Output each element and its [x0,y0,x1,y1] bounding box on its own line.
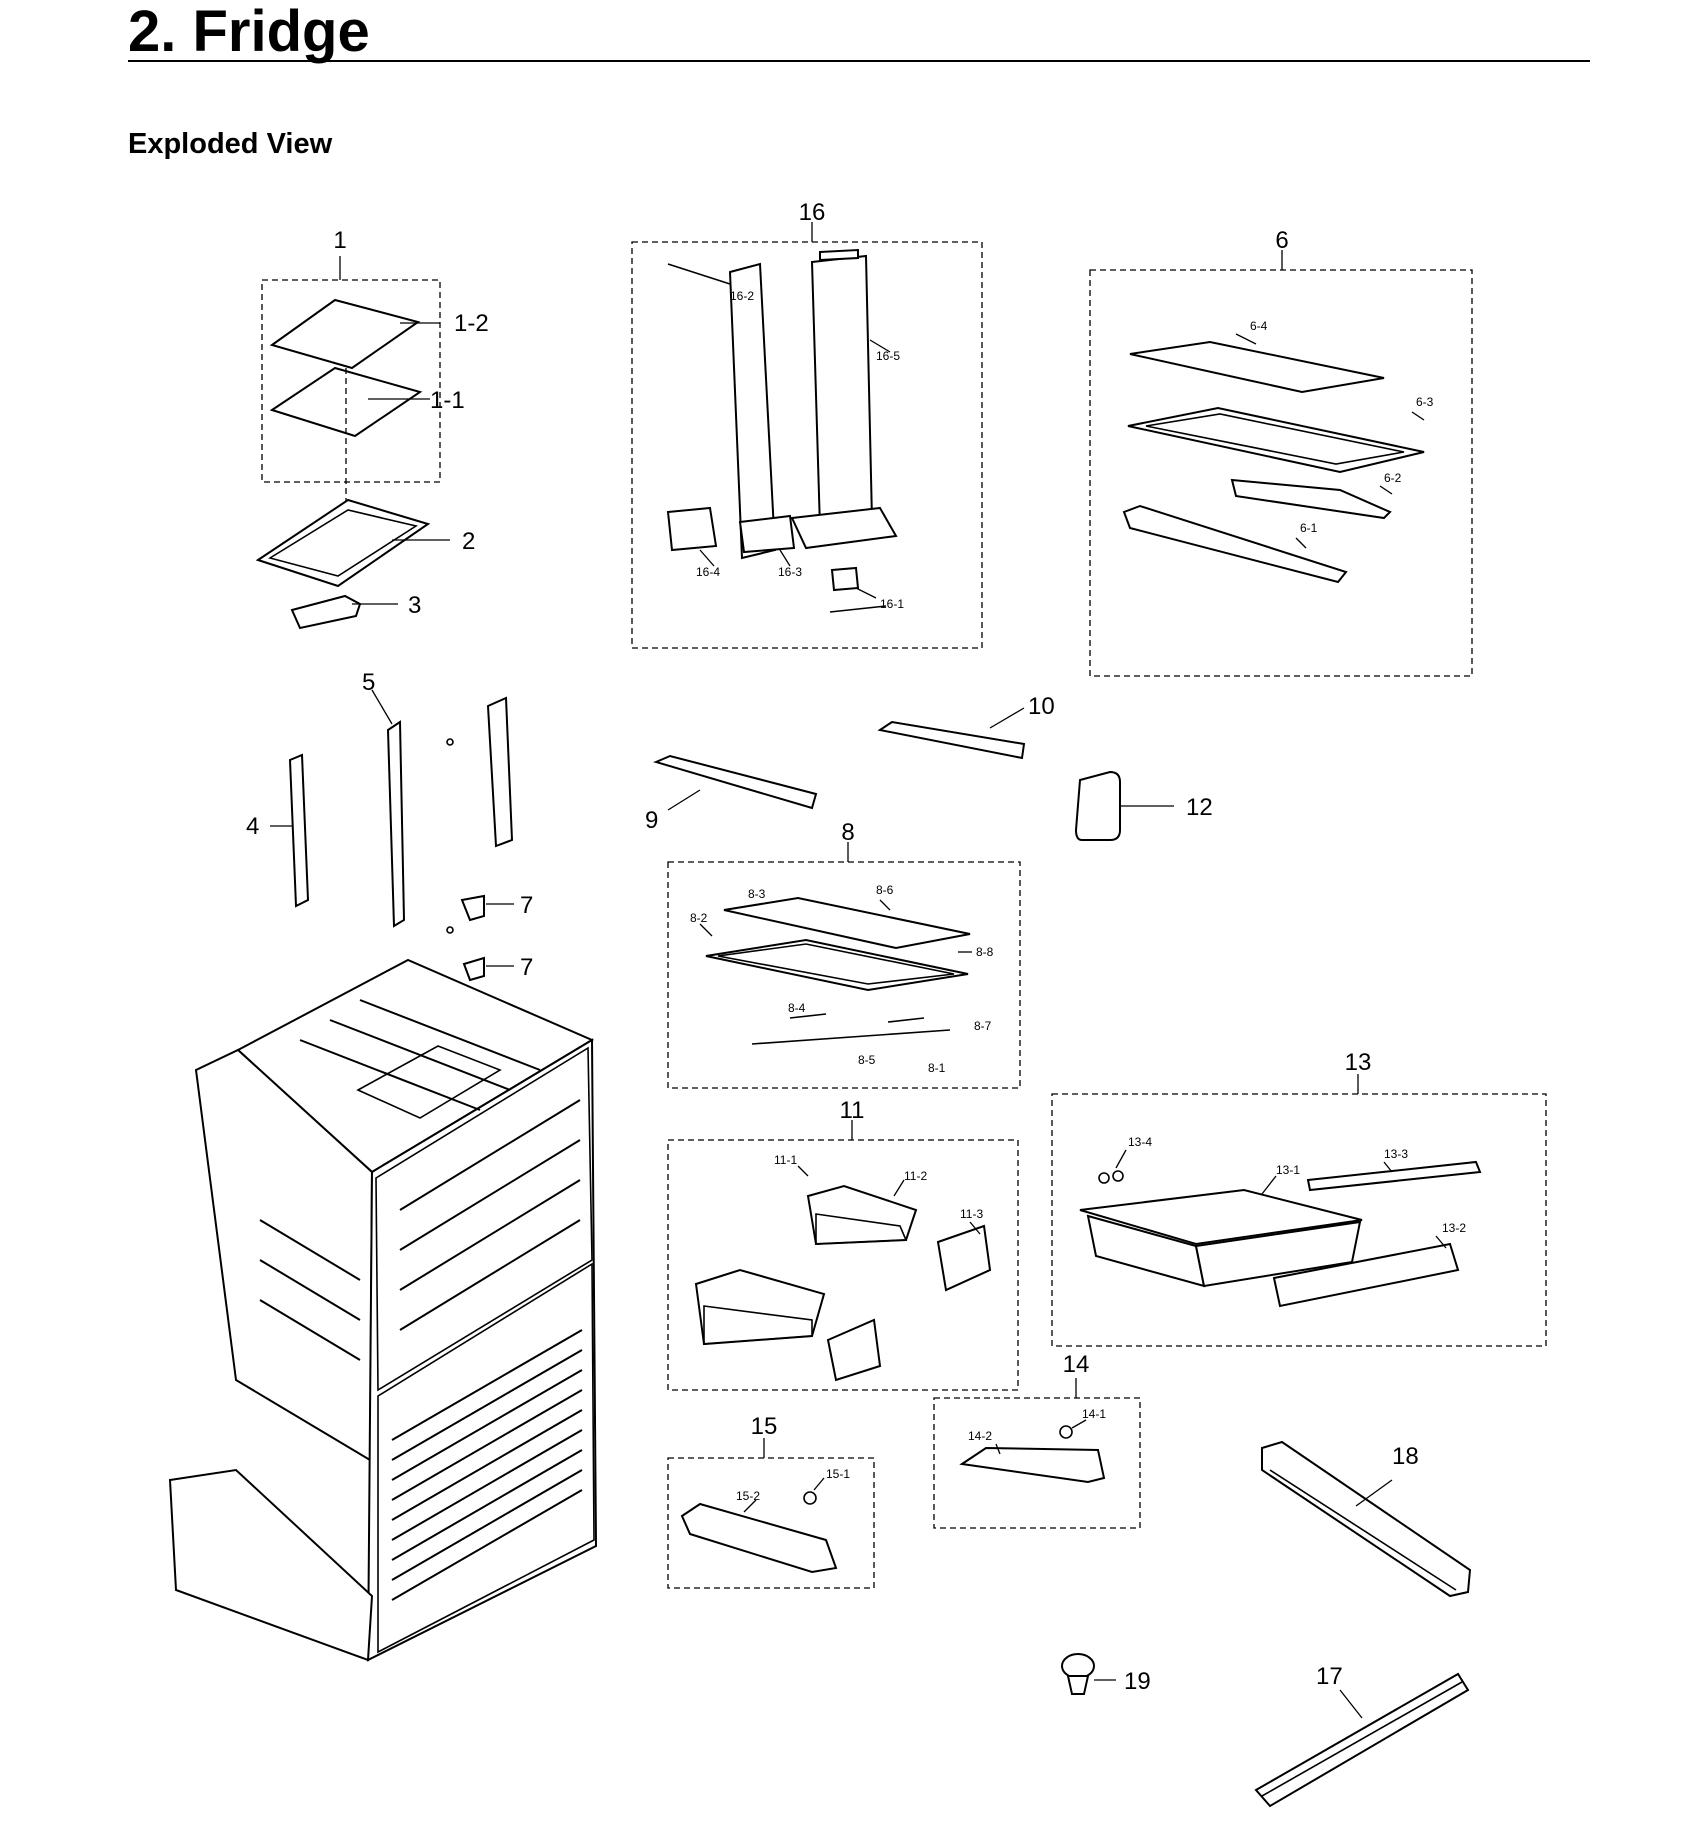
callout-8-1: 8-1 [928,1061,946,1075]
callout-13-3: 13-3 [1384,1147,1408,1161]
part-group-8 [667,842,1021,1089]
callout-18: 18 [1392,1443,1419,1470]
callout-8-2: 8-2 [690,911,708,925]
callout-11: 11 [840,1097,865,1124]
callout-11-1: 11-1 [774,1153,797,1167]
part-group-9-10-12 [653,707,1174,841]
callout-1: 1 [333,227,346,254]
callout-11-3: 11-3 [960,1207,983,1221]
callout-14-2: 14-2 [968,1429,992,1443]
callout-9: 9 [645,807,658,834]
page-title: 2. Fridge [128,0,370,64]
part-group-13 [1051,1074,1547,1347]
callout-8-7: 8-7 [974,1019,992,1033]
callout-8-5: 8-5 [858,1053,876,1067]
callout-15-2: 15-2 [736,1489,760,1503]
callout-5: 5 [362,669,375,696]
callout-1-1: 1-1 [430,387,465,414]
callout-11-2: 11-2 [904,1169,927,1183]
callout-6-1: 6-1 [1300,521,1318,535]
callout-13-1: 13-1 [1276,1163,1300,1177]
callout-15: 15 [751,1413,778,1440]
callout-6-3: 6-3 [1416,395,1434,409]
callout-4: 4 [246,813,259,840]
part-group-16 [631,222,983,649]
callout-19: 19 [1124,1668,1151,1695]
title-rule [128,60,1590,62]
callout-16-3: 16-3 [778,565,802,579]
callout-8: 8 [841,819,854,846]
callout-7b: 7 [520,954,533,981]
part-group-1 [255,256,450,630]
callout-8-8: 8-8 [976,945,994,959]
callout-10: 10 [1028,693,1055,720]
callout-6-4: 6-4 [1250,319,1268,333]
callout-6-2: 6-2 [1384,471,1402,485]
part-group-11 [667,1120,1019,1391]
callout-16-1: 16-1 [880,597,904,611]
callout-12: 12 [1186,794,1213,821]
callout-8-3: 8-3 [748,887,766,901]
callout-16-4: 16-4 [696,565,720,579]
part-group-14 [933,1378,1141,1529]
callout-16-2: 16-2 [730,289,754,303]
callout-17: 17 [1316,1663,1343,1690]
callout-8-4: 8-4 [788,1001,806,1015]
part-group-4-5-7 [270,689,514,982]
part-group-15 [667,1438,875,1589]
part-group-17-18-19 [1061,1440,1472,1808]
callout-16: 16 [799,199,826,226]
callout-13-2: 13-2 [1442,1221,1466,1235]
section-subtitle: Exploded View [128,128,333,160]
callout-6: 6 [1275,227,1288,254]
callout-14: 14 [1063,1351,1090,1378]
fridge-cabinet [168,958,598,1662]
callout-2: 2 [462,528,475,555]
callout-13-4: 13-4 [1128,1135,1152,1149]
part-group-6 [1089,250,1473,677]
callout-15-1: 15-1 [826,1467,850,1481]
callout-14-1: 14-1 [1082,1407,1106,1421]
callout-8-6: 8-6 [876,883,894,897]
callout-13: 13 [1345,1049,1372,1076]
callout-7a: 7 [520,892,533,919]
callout-16-5: 16-5 [876,349,900,363]
callout-3: 3 [408,592,421,619]
callout-1-2: 1-2 [454,310,489,337]
